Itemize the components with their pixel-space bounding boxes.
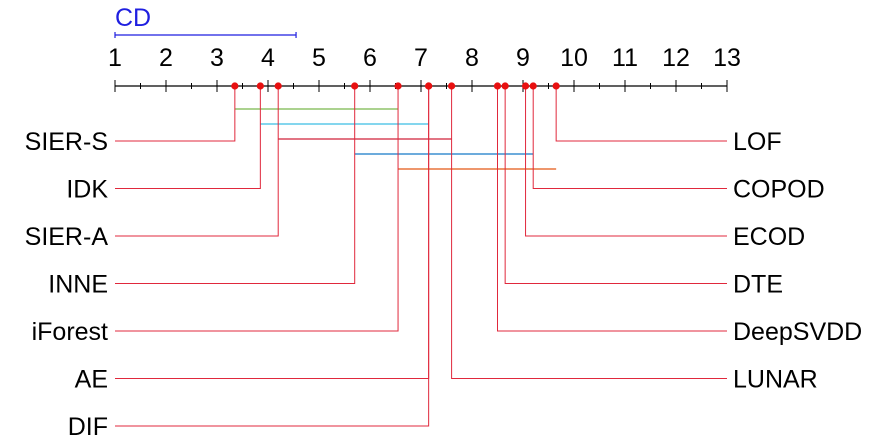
method-label: COPOD — [733, 176, 825, 204]
cd-label: CD — [115, 4, 151, 32]
tick-label: 12 — [662, 44, 690, 72]
method-connector — [115, 86, 430, 379]
rank-marker — [501, 82, 509, 90]
tick-label: 11 — [612, 44, 638, 72]
method-connector — [497, 86, 727, 332]
tick-label: 9 — [516, 44, 530, 72]
tick-label: 8 — [465, 44, 479, 72]
method-label: SIER-A — [25, 223, 109, 251]
method-label: DeepSVDD — [733, 318, 862, 346]
method-label: DIF — [68, 413, 108, 441]
tick-label: 13 — [713, 44, 741, 72]
method-label: INNE — [48, 271, 108, 299]
rank-marker — [231, 82, 239, 90]
rank-marker — [425, 82, 433, 90]
rank-marker — [552, 82, 560, 90]
rank-marker — [529, 82, 537, 90]
method-connector — [555, 86, 727, 142]
rank-marker — [351, 82, 359, 90]
tick-label: 10 — [560, 44, 588, 72]
tick-label: 6 — [363, 44, 377, 72]
method-label: DTE — [733, 271, 783, 299]
tick-label: 5 — [312, 44, 326, 72]
method-label: ECOD — [733, 223, 805, 251]
method-connector — [525, 86, 727, 237]
method-connector — [115, 86, 279, 237]
tick-label: 4 — [261, 44, 275, 72]
rank-marker — [274, 82, 282, 90]
method-connector — [115, 86, 399, 332]
method-connector — [115, 86, 261, 189]
rank-marker — [394, 82, 402, 90]
tick-label: 3 — [210, 44, 224, 72]
method-connector — [115, 86, 430, 427]
method-connector — [115, 86, 236, 142]
rank-marker — [448, 82, 456, 90]
method-connector — [504, 86, 727, 284]
tick-label: 1 — [108, 44, 122, 72]
method-connectors — [115, 86, 727, 427]
tick-label: 2 — [159, 44, 173, 72]
rank-markers — [231, 82, 560, 90]
rank-marker — [493, 82, 502, 90]
method-label: AE — [75, 366, 108, 394]
method-connector — [451, 86, 727, 379]
method-connector — [532, 86, 727, 189]
method-label: iForest — [32, 318, 108, 346]
critical-difference-bar: CD — [114, 4, 297, 38]
method-connector — [115, 86, 356, 284]
method-label: SIER-S — [25, 128, 108, 156]
rank-marker — [521, 82, 530, 90]
tick-label: 7 — [414, 44, 428, 72]
clique-bars — [234, 108, 557, 170]
method-label: LUNAR — [733, 366, 818, 394]
method-label: LOF — [733, 128, 782, 156]
rank-marker — [256, 82, 264, 90]
method-label: IDK — [66, 176, 108, 204]
